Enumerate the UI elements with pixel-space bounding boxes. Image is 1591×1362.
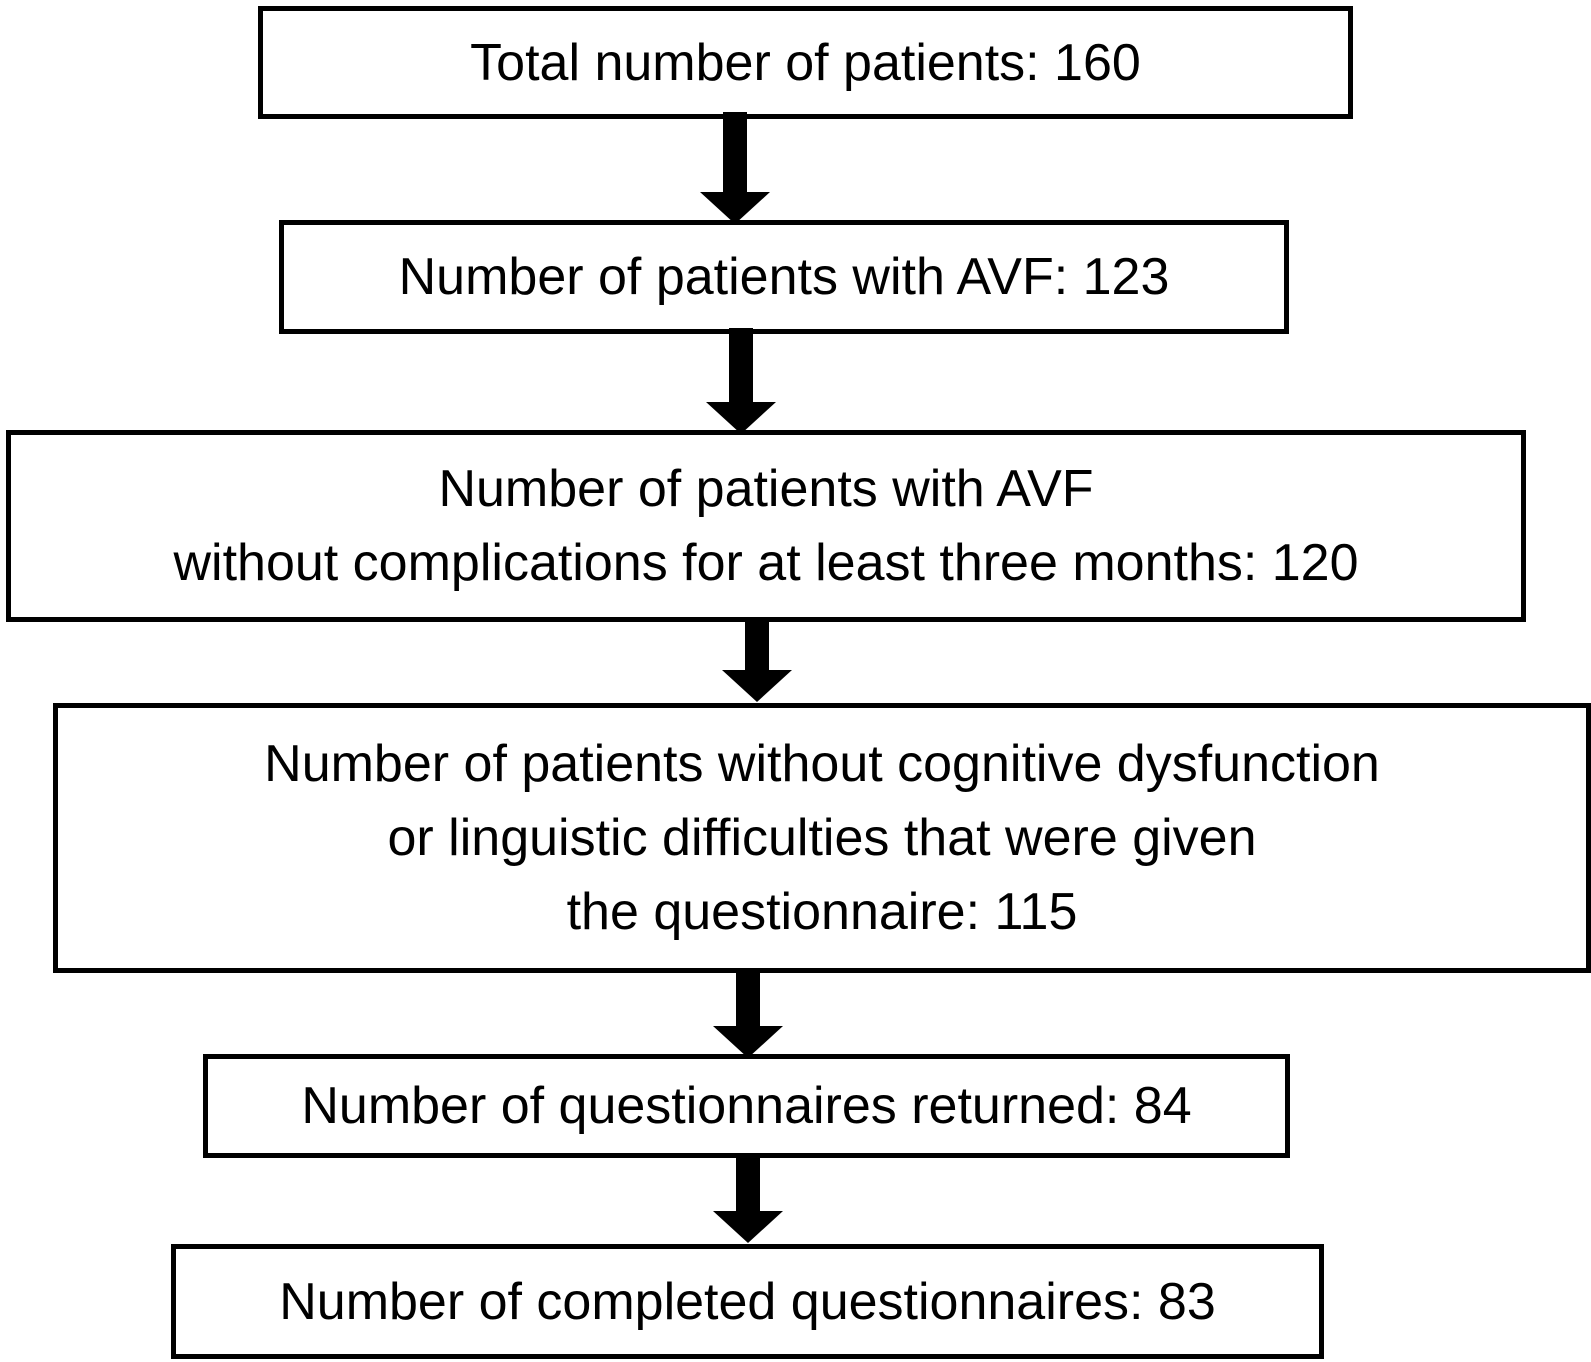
arrow-head <box>722 670 792 702</box>
arrow-shaft <box>736 1155 760 1213</box>
down-arrow-icon <box>700 112 770 224</box>
flow-step-given-questionnaire: Number of patients without cognitive dys… <box>53 703 1591 973</box>
step-text: Number of questionnaires returned: 84 <box>301 1077 1192 1135</box>
arrow-shaft <box>723 112 747 194</box>
flow-step-avf-without-complications: Number of patients with AVF without comp… <box>6 430 1526 622</box>
down-arrow-icon <box>713 970 783 1058</box>
down-arrow-icon <box>706 328 776 434</box>
flow-step-questionnaires-returned: Number of questionnaires returned: 84 <box>203 1054 1290 1158</box>
flow-step-total-patients: Total number of patients: 160 <box>258 6 1353 119</box>
arrow-shaft <box>745 618 769 672</box>
step-text-line-1: Number of patients with AVF <box>438 460 1094 518</box>
arrow-shaft <box>736 970 760 1028</box>
flow-step-completed-questionnaires: Number of completed questionnaires: 83 <box>171 1244 1324 1359</box>
step-text-line-1: Number of patients without cognitive dys… <box>264 735 1380 793</box>
arrow-head <box>700 192 770 224</box>
arrow-shaft <box>729 328 753 404</box>
down-arrow-icon <box>713 1155 783 1243</box>
step-text-line-2: or linguistic difficulties that were giv… <box>387 809 1257 867</box>
arrow-head <box>706 402 776 434</box>
step-text-line-2: without complications for at least three… <box>173 534 1359 592</box>
arrow-head <box>713 1026 783 1058</box>
down-arrow-icon <box>722 618 792 702</box>
step-text-line-3: the questionnaire: 115 <box>566 883 1078 941</box>
arrow-head <box>713 1211 783 1243</box>
step-text: Number of patients with AVF: 123 <box>398 248 1170 306</box>
flow-step-patients-with-avf: Number of patients with AVF: 123 <box>279 220 1289 334</box>
step-text: Number of completed questionnaires: 83 <box>279 1272 1216 1331</box>
step-text: Total number of patients: 160 <box>470 33 1141 92</box>
